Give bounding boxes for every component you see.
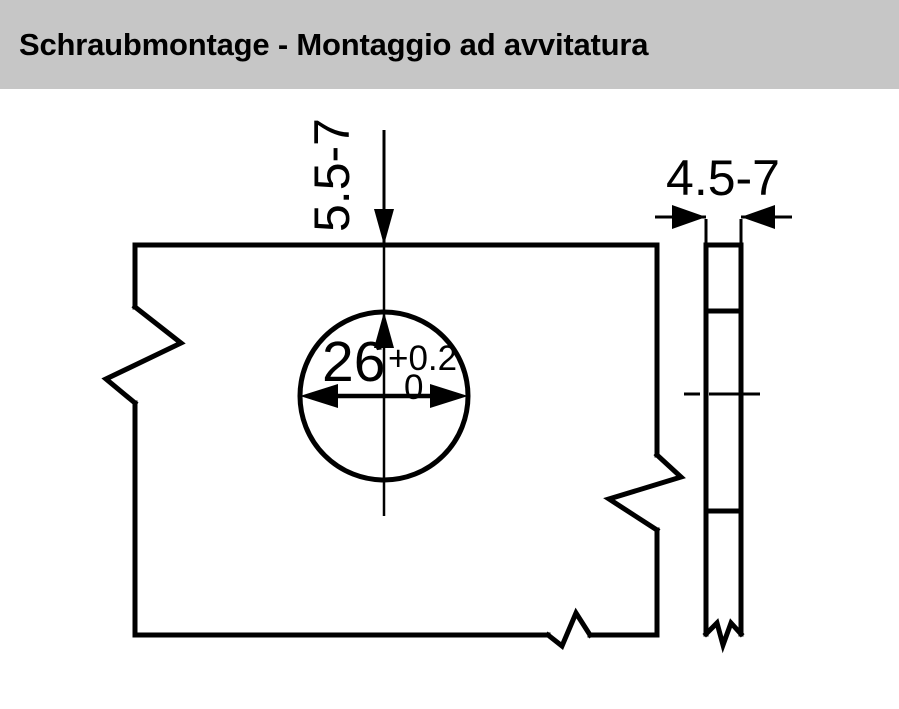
edge-distance-label: 5.5-7 [304, 118, 360, 232]
bore-diameter-arrow-right [430, 384, 468, 408]
technical-drawing-canvas: 5.5-7 26 +0.2 0 [0, 89, 899, 709]
bore-diameter-upper-tolerance: +0.2 [388, 339, 457, 378]
panel-thickness-arrow-right [741, 205, 775, 229]
technical-drawing-svg: 5.5-7 26 +0.2 0 [101, 118, 792, 654]
panel-left-break-symbol [101, 303, 186, 407]
panel-thickness-arrow-left [672, 205, 706, 229]
edge-distance-dimension-group: 5.5-7 [304, 118, 394, 348]
page-title: Schraubmontage - Montaggio ad avvitatura [19, 26, 649, 62]
bore-diameter-arrow-left [300, 384, 338, 408]
side-view-panel [702, 242, 745, 654]
front-view-panel-outline [101, 242, 686, 650]
panel-thickness-dimension-group: 4.5-7 [655, 150, 792, 249]
edge-distance-arrow-up [374, 312, 394, 348]
panel-thickness-label: 4.5-7 [666, 150, 780, 206]
edge-distance-arrow-down [374, 209, 394, 245]
bore-diameter-lower-tolerance: 0 [404, 368, 423, 407]
side-view-bottom-break-symbol [702, 618, 745, 654]
bore-diameter-dimension-group: 26 +0.2 0 [300, 330, 468, 408]
title-bar: Schraubmontage - Montaggio ad avvitatura [0, 0, 899, 89]
panel-bottom-break-symbol [544, 607, 594, 650]
bore-diameter-value: 26 [322, 330, 385, 394]
panel-right-break-symbol [603, 451, 686, 534]
